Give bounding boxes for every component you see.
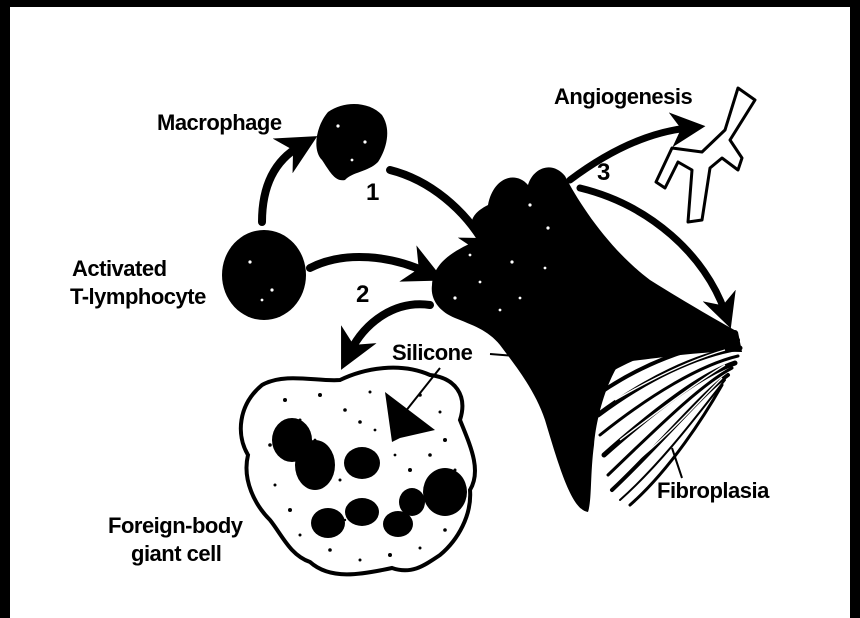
angiogenesis-label: Angiogenesis xyxy=(554,84,693,109)
arrow-lymphocyte-to-activated-cell xyxy=(310,257,426,272)
giant-cell-label-line1: Foreign-body xyxy=(108,513,244,538)
arrow-macrophage-to-activated-cell xyxy=(390,170,485,245)
macrophage-cell xyxy=(316,104,387,180)
t-lymphocyte-label-line2: T-lymphocyte xyxy=(70,284,206,309)
fibroplasia-label: Fibroplasia xyxy=(657,478,770,503)
giant-cell-label-line2: giant cell xyxy=(131,541,221,566)
step-3-label: 3 xyxy=(597,159,610,186)
t-lymphocyte-label-line1: Activated xyxy=(72,256,167,281)
step-2-label: 2 xyxy=(356,281,369,308)
macrophage-label: Macrophage xyxy=(157,110,282,135)
t-lymphocyte-cell xyxy=(222,230,306,320)
step-1-label: 1 xyxy=(366,179,379,206)
arrow-lymphocyte-to-macrophage xyxy=(262,146,300,222)
silicone-label: Silicone xyxy=(392,340,473,365)
